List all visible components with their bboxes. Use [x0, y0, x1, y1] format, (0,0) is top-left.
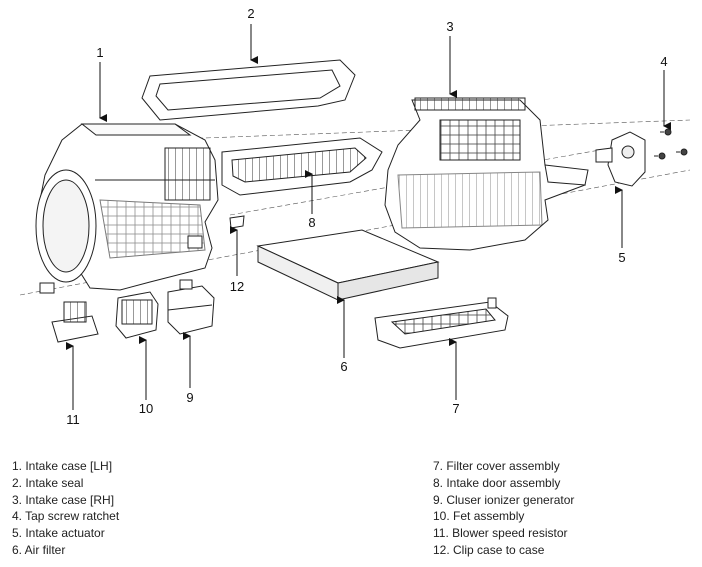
callout-7: 7 [452, 401, 460, 416]
legend-right-column: 7. Filter cover assembly 8. Intake door … [433, 458, 574, 559]
legend-item: 8. Intake door assembly [433, 475, 561, 490]
legend-item: 2. Intake seal [12, 475, 84, 490]
callout-9: 9 [186, 390, 194, 405]
intake-case-lh-part [35, 123, 219, 294]
legend-item: 11. Blower speed resistor [433, 526, 568, 541]
legend-item: 4. Tap screw ratchet [12, 509, 120, 524]
legend-item: 5. Intake actuator [12, 526, 105, 541]
tap-screw-part [654, 128, 688, 160]
callout-12: 12 [229, 279, 245, 294]
callout-4: 4 [660, 54, 668, 69]
ionizer-generator-part [167, 279, 215, 335]
fet-assembly-part [115, 291, 159, 339]
callout-3: 3 [446, 19, 454, 34]
clip-part [229, 215, 245, 229]
intake-case-rh-part [384, 97, 589, 251]
callout-1: 1 [96, 45, 104, 60]
blower-resistor-part [51, 301, 99, 343]
legend-item: 6. Air filter [12, 542, 66, 557]
filter-cover-part [374, 297, 509, 349]
legend-item: 3. Intake case [RH] [12, 492, 115, 507]
callout-11: 11 [66, 412, 80, 427]
callout-8: 8 [308, 215, 316, 230]
legend-item: 1. Intake case [LH] [12, 459, 113, 473]
intake-door-part [221, 137, 383, 196]
callout-2: 2 [247, 6, 255, 21]
callout-5: 5 [618, 250, 626, 265]
leader-lines [66, 24, 671, 410]
exploded-view-diagram [19, 24, 691, 410]
callout-10: 10 [138, 401, 154, 416]
intake-seal-part [141, 59, 356, 121]
legend-item: 9. Cluser ionizer generator [433, 492, 575, 507]
callout-6: 6 [340, 359, 348, 374]
intake-actuator-part [595, 131, 646, 187]
legend-item: 7. Filter cover assembly [433, 459, 560, 473]
legend-item: 10. Fet assembly [433, 509, 525, 524]
legend-left-column: 1. Intake case [LH] 2. Intake seal 3. In… [12, 458, 119, 559]
air-filter-part [256, 229, 440, 301]
legend-item: 12. Clip case to case [433, 542, 545, 557]
